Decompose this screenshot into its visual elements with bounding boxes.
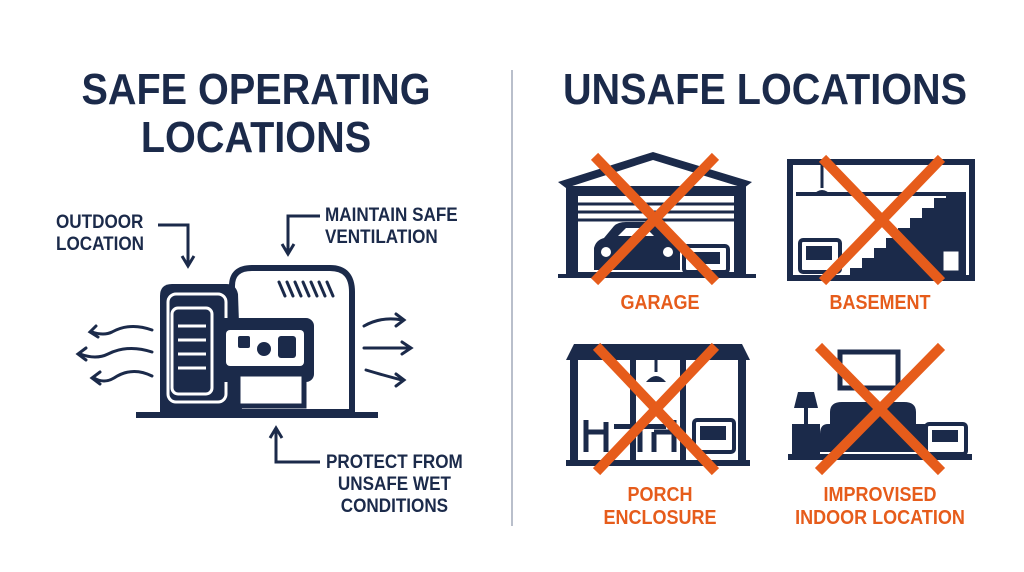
caption-improvised-line-1: IMPROVISED <box>823 484 937 506</box>
unsafe-locations-title: UNSAFE LOCATIONS <box>562 65 968 114</box>
basement-icon <box>787 159 975 281</box>
prohibited-x-icons <box>590 152 946 476</box>
callout-outdoor-location: OUTDOOR LOCATION <box>56 212 144 256</box>
caption-improvised-line-2: INDOOR LOCATION <box>795 507 965 529</box>
basement-x-icon <box>818 154 946 286</box>
callout-outdoor-line-1: OUTDOOR <box>56 212 144 233</box>
caption-basement-line-1: BASEMENT <box>829 292 931 314</box>
caption-garage: GARAGE <box>570 292 750 315</box>
caption-porch-line-1: PORCH <box>627 484 693 506</box>
airflow-left-icon <box>75 324 154 386</box>
safe-locations-title: SAFE OPERATING LOCATIONS <box>58 66 454 162</box>
callout-ventilation-line-2: VENTILATION <box>325 227 438 248</box>
airflow-right-icon <box>362 312 414 388</box>
panel-divider <box>511 70 513 526</box>
caption-porch-line-2: ENCLOSURE <box>603 507 717 529</box>
caption-garage-line-1: GARAGE <box>620 292 700 314</box>
caption-porch-enclosure: PORCH ENCLOSURE <box>570 484 750 530</box>
callout-wet-conditions: PROTECT FROM UNSAFE WET CONDITIONS <box>326 452 463 518</box>
callout-outdoor-line-2: LOCATION <box>56 234 145 255</box>
callout-wet-line-3: CONDITIONS <box>340 496 449 517</box>
callout-wet-line-2: UNSAFE WET <box>337 474 451 495</box>
safe-title-line-1: SAFE OPERATING <box>81 65 431 114</box>
callout-leader-lines <box>158 214 320 464</box>
caption-improvised-indoor: IMPROVISED INDOOR LOCATION <box>781 484 979 530</box>
porch-x-icon <box>592 342 720 476</box>
caption-basement: BASEMENT <box>790 292 970 315</box>
improvised-x-icon <box>814 342 946 476</box>
generator-icon <box>136 265 378 418</box>
garage-x-icon <box>590 152 720 286</box>
callout-wet-line-1: PROTECT FROM <box>326 452 463 473</box>
safe-title-line-2: LOCATIONS <box>140 113 372 162</box>
callout-ventilation-line-1: MAINTAIN SAFE <box>325 205 458 226</box>
callout-ventilation: MAINTAIN SAFE VENTILATION <box>325 205 458 249</box>
